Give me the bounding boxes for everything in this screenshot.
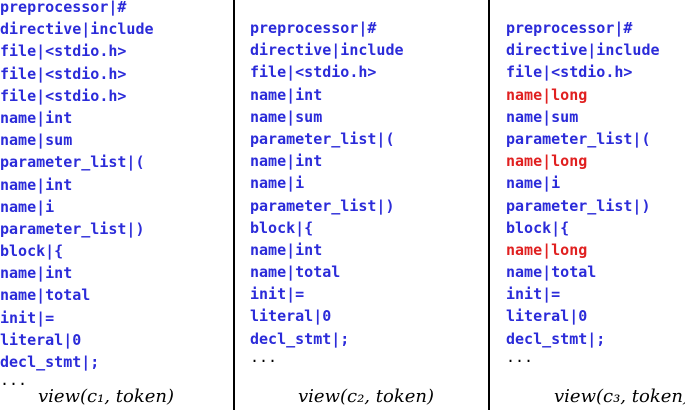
token: name|int [250, 240, 323, 259]
ellipsis-c2: ... [250, 348, 278, 366]
token: directive|include [506, 41, 660, 60]
token: name|sum [506, 107, 579, 126]
token-list-c1: preprocessor|# directive|include file|<std… [0, 0, 154, 373]
token: literal|0 [0, 330, 82, 349]
token: decl_stmt|; [506, 329, 606, 348]
token: block|{ [250, 218, 314, 237]
token: parameter_list|) [506, 196, 651, 215]
column-view-c3: preprocessor|# directive|include file|<std… [491, 0, 685, 410]
token: preprocessor|# [250, 19, 377, 37]
changed-token: name|long [506, 85, 588, 104]
token: name|sum [0, 131, 73, 150]
caption-c3: view(c₃, token) [554, 386, 685, 407]
token: literal|0 [250, 307, 332, 326]
token: name|total [0, 286, 91, 305]
ellipsis-c1: ... [0, 371, 28, 389]
token: name|total [250, 263, 341, 282]
token: file|<stdio.h> [0, 64, 127, 83]
token: file|<stdio.h> [506, 63, 633, 82]
token: parameter_list|( [506, 129, 651, 148]
token: parameter_list|) [250, 196, 395, 215]
token: init|= [0, 308, 55, 327]
column-view-c1: preprocessor|# directive|include file|<std… [0, 0, 233, 410]
column-divider-2 [488, 0, 490, 410]
token: name|sum [250, 107, 323, 126]
token: block|{ [0, 242, 64, 261]
token: literal|0 [506, 307, 588, 326]
token: file|<stdio.h> [0, 86, 127, 105]
token: file|<stdio.h> [0, 42, 127, 61]
changed-token: name|long [506, 240, 588, 259]
token: block|{ [506, 218, 570, 237]
token: name|int [250, 85, 323, 104]
token: parameter_list|( [0, 153, 145, 172]
token: parameter_list|( [250, 129, 395, 148]
ellipsis-c3: ... [506, 348, 534, 366]
token: directive|include [250, 41, 404, 60]
column-view-c2: preprocessor|# directive|include file|<std… [236, 0, 488, 410]
token: init|= [506, 285, 561, 304]
token-list-c3: preprocessor|# directive|include file|<std… [506, 0, 660, 350]
token: name|i [506, 174, 561, 193]
token: decl_stmt|; [0, 353, 100, 371]
token: name|int [0, 264, 73, 283]
caption-c2: view(c₂, token) [298, 386, 434, 407]
token: init|= [250, 285, 305, 304]
token: name|total [506, 263, 597, 282]
token: name|int [0, 108, 73, 127]
column-divider-1 [233, 0, 235, 410]
token: preprocessor|# [0, 0, 127, 16]
token: name|int [250, 152, 323, 171]
token: directive|include [0, 20, 154, 39]
token: file|<stdio.h> [250, 63, 377, 82]
token-list-c2: preprocessor|# directive|include file|<std… [250, 0, 404, 350]
token: name|i [250, 174, 305, 193]
token: name|i [0, 197, 55, 216]
token: parameter_list|) [0, 219, 145, 238]
token: preprocessor|# [506, 19, 633, 37]
caption-c1: view(c₁, token) [38, 386, 174, 407]
changed-token: name|long [506, 152, 588, 171]
token: decl_stmt|; [250, 329, 350, 348]
token: name|int [0, 175, 73, 194]
